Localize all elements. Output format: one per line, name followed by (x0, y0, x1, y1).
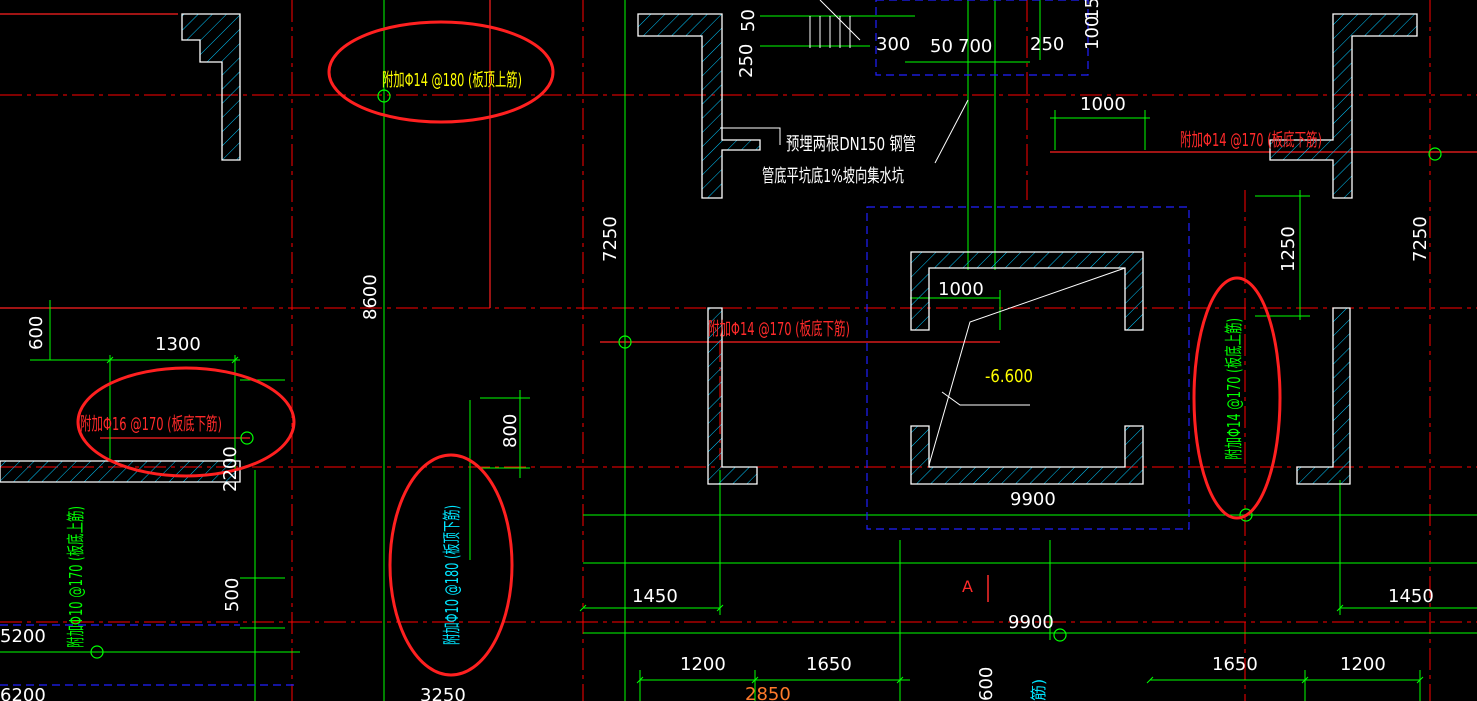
dimension-texts: 300 50 700 250 1000 1300 1000 9900 1450 … (0, 34, 1434, 701)
dimension-texts-vertical: 50 100 150 250 7250 7250 1250 8600 600 8… (26, 0, 1431, 701)
dim-1450-left: 1450 (632, 586, 678, 607)
dim-1650-left: 1650 (806, 654, 852, 675)
dim-9900-pit: 9900 (1010, 489, 1056, 510)
pit-features (720, 0, 1126, 466)
rebar-note-right-vertical: 附加Φ14 @170 (板底上筋) (1224, 318, 1245, 460)
dim-500: 500 (222, 578, 243, 612)
rebar-lines-red (0, 0, 1477, 439)
dim-5200: 5200 (0, 626, 46, 647)
dim-2200: 2200 (220, 446, 241, 492)
dim-6200: 6200 (0, 685, 46, 701)
dim-800: 800 (500, 414, 521, 448)
pipe-note-line-2: 管底平坑底1%坡向集水坑 (762, 166, 904, 187)
dim-1200-left: 1200 (680, 654, 726, 675)
highlight-ellipses (76, 20, 1282, 677)
dim-250-left: 250 (736, 44, 757, 78)
dim-8600: 8600 (360, 274, 381, 320)
dim-50-top: 50 (738, 9, 759, 32)
rebar-note-left-vertical: 附加Φ10 @170 (板底上筋) (66, 506, 87, 648)
corner-note: 筋) (1029, 679, 1048, 701)
dim-1000-top: 1000 (1080, 94, 1126, 115)
dim-1200-right: 1200 (1340, 654, 1386, 675)
dim-7250-right: 7250 (1410, 216, 1431, 262)
rebar-note-mid-vertical: 附加Φ10 @180 (板顶下筋) (442, 505, 463, 645)
dim-1450-right: 1450 (1388, 586, 1434, 607)
pipe-note-line-1: 预埋两根DN150 钢管 (786, 134, 916, 155)
pit-elevation: -6.600 (985, 366, 1033, 387)
dim-100: 100 (1082, 16, 1103, 50)
rebar-note-center: 附加Φ14 @170 (板底下筋) (708, 319, 850, 340)
dim-50: 50 (930, 36, 953, 57)
dim-1000-pit: 1000 (938, 279, 984, 300)
dim-300: 300 (876, 34, 910, 55)
dim-2850: 2850 (745, 684, 791, 701)
axis-nodes (90, 89, 1442, 659)
rebar-note-top: 附加Φ14 @180 (板顶上筋) (382, 70, 522, 91)
dim-1650-right: 1650 (1212, 654, 1258, 675)
highlight-ellipse-mid (388, 453, 514, 677)
dim-1250: 1250 (1278, 226, 1299, 272)
dim-250-top: 250 (1030, 34, 1064, 55)
highlight-ellipse-left (76, 366, 296, 478)
dim-1300: 1300 (155, 334, 201, 355)
dashed-outlines (0, 0, 1190, 686)
rebar-note-right: 附加Φ14 @170 (板底下筋) (1180, 130, 1322, 151)
dim-3250: 3250 (420, 685, 466, 701)
dim-600-bottom: 600 (976, 667, 997, 701)
dim-7250-left: 7250 (600, 216, 621, 262)
section-mark: A (962, 577, 973, 596)
rebar-note-left: 附加Φ16 @170 (板底下筋) (80, 414, 222, 435)
dim-600: 600 (26, 316, 47, 350)
walls (0, 13, 1418, 485)
highlight-ellipse-right (1192, 276, 1282, 520)
highlight-ellipse-top (327, 20, 555, 124)
dim-9900-bottom: 9900 (1008, 612, 1054, 633)
dimension-ticks (106, 356, 1424, 684)
dim-150: 150 (1082, 0, 1103, 20)
dim-700: 700 (958, 36, 992, 57)
